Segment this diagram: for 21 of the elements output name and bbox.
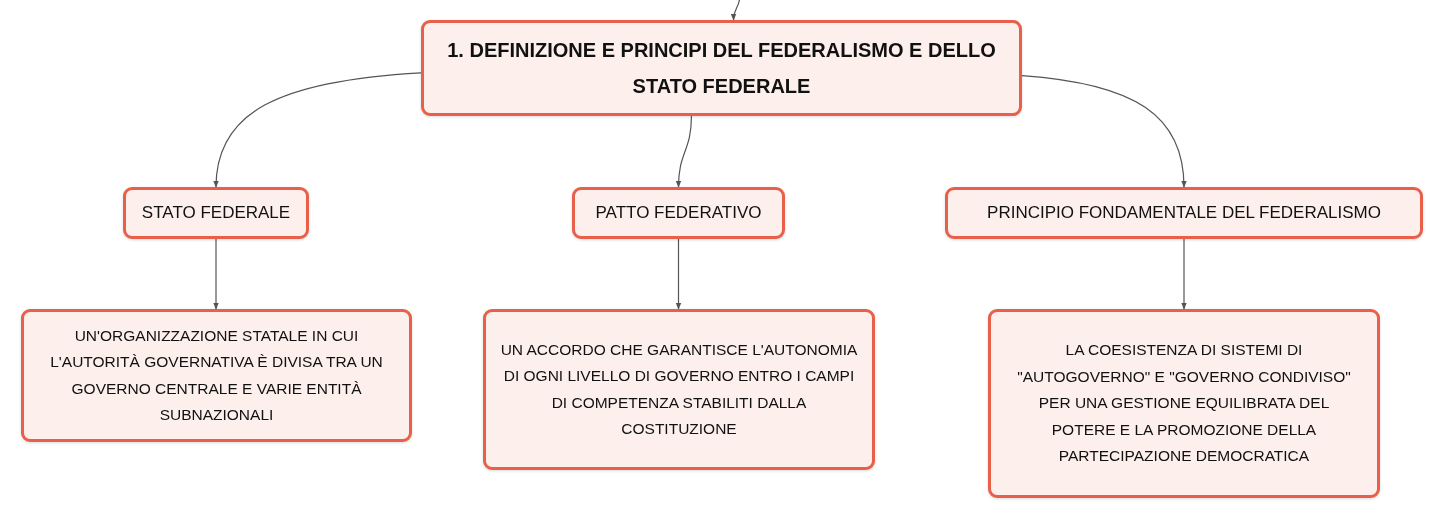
connector-arrow <box>675 238 682 310</box>
connector-arrow <box>675 115 693 188</box>
concept-box <box>988 309 1380 498</box>
concept-text: LA COESISTENZA DI SISTEMI DI "AUTOGOVERNO" E "GOVERNO CONDIVISO" PER UNA GESTIONE EQUILIBRATA DEL POTERE E LA PROMOZIONE DELLA PARTECIPAZIONE DEMOCRATICA <box>1016 340 1352 467</box>
connector-arrow <box>730 0 741 21</box>
concept-text: PATTO FEDERATIVO <box>595 202 762 224</box>
topic-title: 1. DEFINIZIONE E PRINCIPI DEL FEDERALISMO E DELLO STATO FEDERALE <box>446 38 997 99</box>
topic-box <box>421 20 1022 116</box>
concept-box <box>123 187 309 239</box>
concept-text: STATO FEDERALE <box>141 202 291 224</box>
connector-arrow <box>213 238 219 310</box>
connector-arrow <box>1021 75 1187 188</box>
concept-text: UN'ORGANIZZAZIONE STATALE IN CUI L'AUTORITÀ GOVERNATIVA È DIVISA TRA UN GOVERNO CENTRALE E VARIE ENTITÀ SUBNAZIONALI <box>49 325 384 425</box>
concept-box <box>945 187 1423 239</box>
concept-box <box>572 187 785 239</box>
concept-text: UN ACCORDO CHE GARANTISCE L'AUTONOMIA DI OGNI LIVELLO DI GOVERNO ENTRO I CAMPI DI COMPETENZA STABILITI DALLA COSTITUZIONE <box>500 339 858 439</box>
connector-arrow <box>1181 238 1187 310</box>
connector-arrow <box>213 72 422 188</box>
concept-text: PRINCIPIO FONDAMENTALE DEL FEDERALISMO <box>987 202 1381 224</box>
concept-box <box>483 309 875 470</box>
concept-box <box>21 309 412 442</box>
